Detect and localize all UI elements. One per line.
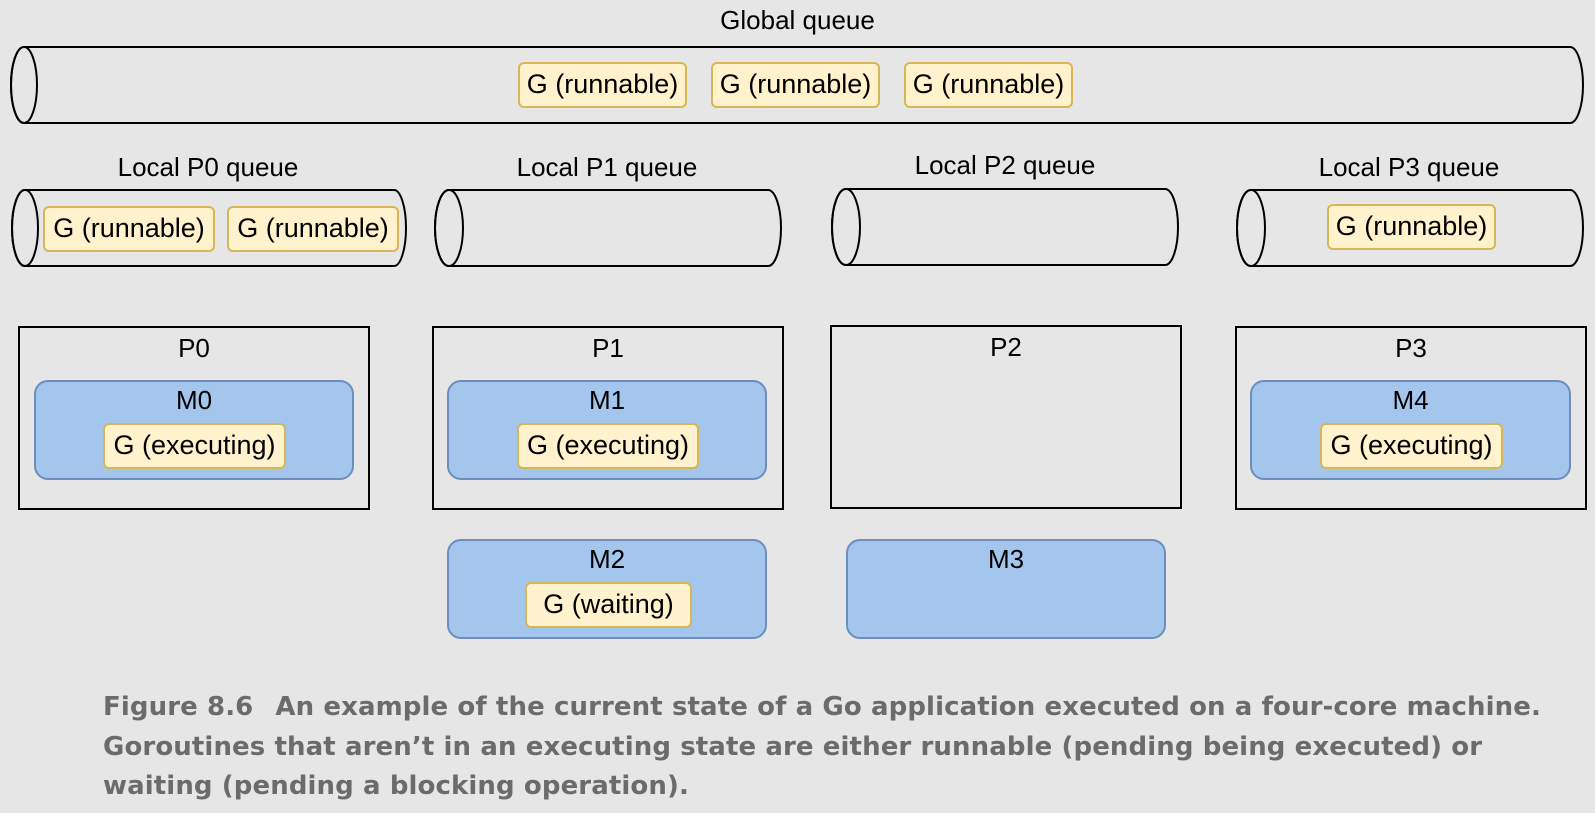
thread-m2-label: M2: [588, 544, 626, 574]
thread-m2: M2 G (waiting): [447, 539, 767, 639]
processor-p2: P2: [830, 325, 1182, 509]
processor-p3-label: P3: [1395, 333, 1427, 363]
thread-m4: M4 G (executing): [1250, 380, 1571, 480]
local-p3-goroutine-runnable-1: G (runnable): [1327, 204, 1496, 250]
processor-p0-label: P0: [178, 333, 210, 363]
local-p0-goroutine-runnable-1: G (runnable): [43, 206, 215, 252]
global-goroutine-runnable-1: G (runnable): [518, 62, 687, 108]
processor-p1: P1: [432, 326, 784, 510]
local-p1-queue-label: Local P1 queue: [516, 152, 698, 182]
thread-m1-label: M1: [588, 385, 626, 415]
thread-m3: M3: [846, 539, 1166, 639]
figure-number: Figure 8.6: [103, 692, 254, 722]
local-p1-queue-cylinder: [434, 189, 782, 267]
figure-caption-text: An example of the current state of a Go …: [103, 692, 1541, 801]
thread-m3-label: M3: [987, 544, 1025, 574]
thread-m0-goroutine-executing: G (executing): [103, 423, 286, 469]
global-queue-cylinder: [10, 46, 1584, 124]
local-p0-queue-label: Local P0 queue: [117, 152, 299, 182]
thread-m4-label: M4: [1392, 385, 1429, 415]
local-p0-queue-cylinder: [11, 189, 407, 267]
processor-p2-label: P2: [990, 332, 1022, 362]
thread-m1-goroutine-executing: G (executing): [517, 423, 699, 469]
local-p0-goroutine-runnable-2: G (runnable): [227, 206, 399, 252]
global-goroutine-runnable-3: G (runnable): [904, 62, 1073, 108]
thread-m0-label: M0: [175, 385, 213, 415]
processor-p0: P0: [18, 326, 370, 510]
processor-p1-label: P1: [592, 333, 624, 363]
global-queue-label: Global queue: [720, 5, 875, 35]
thread-m0: M0 G (executing): [34, 380, 354, 480]
global-goroutine-runnable-2: G (runnable): [711, 62, 880, 108]
local-p3-queue-label: Local P3 queue: [1318, 152, 1500, 182]
local-p3-queue-cylinder: [1236, 189, 1584, 267]
local-p2-queue-label: Local P2 queue: [914, 150, 1096, 180]
thread-m1: M1 G (executing): [447, 380, 767, 480]
processor-p3: P3: [1235, 326, 1587, 510]
thread-m4-goroutine-executing: G (executing): [1320, 423, 1503, 469]
local-p2-queue-cylinder: [831, 188, 1179, 266]
thread-m2-goroutine-waiting: G (waiting): [525, 582, 692, 628]
